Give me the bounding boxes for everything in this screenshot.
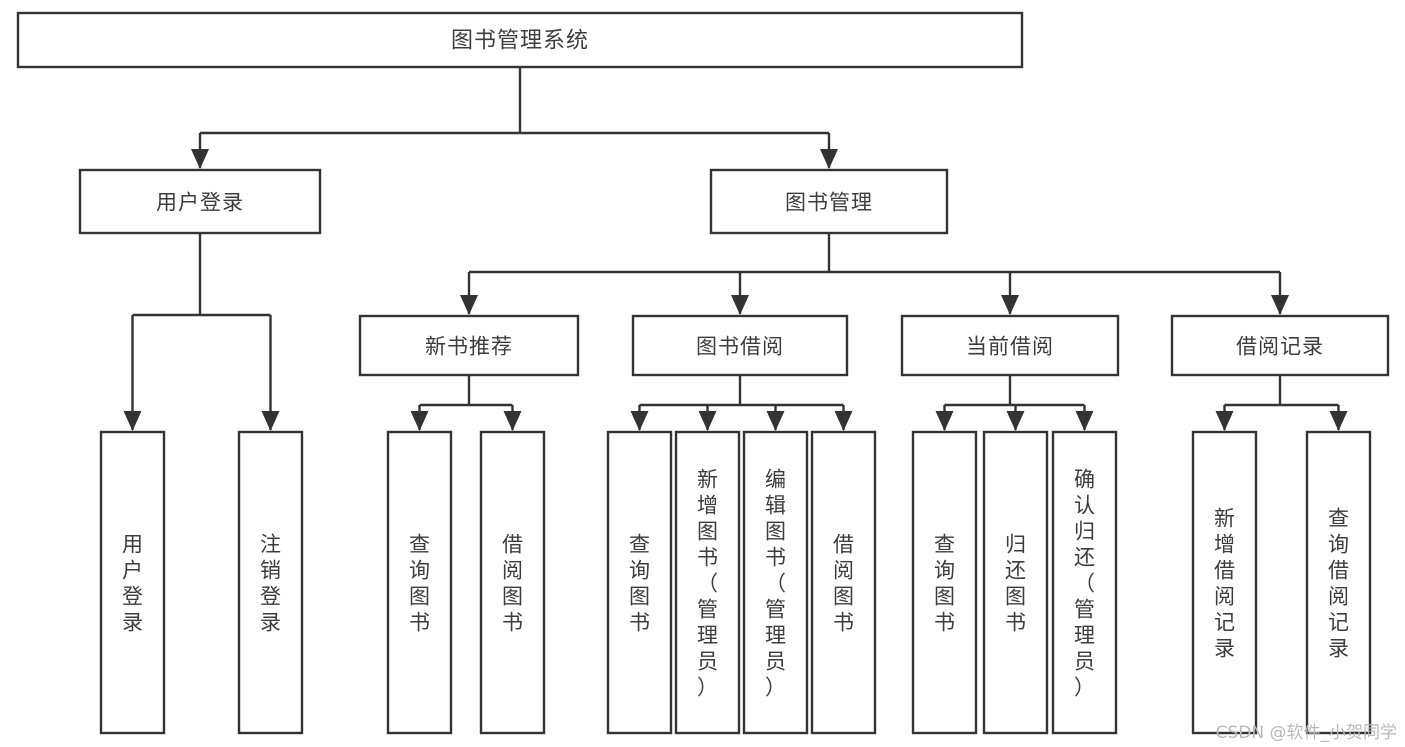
node-leaf-edit-book[interactable]: 编辑图书（管理员）: [742, 430, 809, 735]
node-book-manage[interactable]: 图书管理: [709, 168, 949, 235]
node-borrow-record[interactable]: 借阅记录: [1170, 314, 1390, 377]
node-leaf-borrow-book-label: 借阅图书: [833, 533, 854, 635]
arrow-head-icon: [630, 411, 649, 431]
node-leaf-confirm-return[interactable]: 确认归还（管理员）: [1051, 430, 1118, 735]
node-leaf-logout-box[interactable]: [237, 430, 304, 735]
arrow-head-icon: [766, 411, 785, 431]
node-book-borrow[interactable]: 图书借阅: [631, 314, 849, 377]
boxes-layer: 图书管理系统用户登录图书管理新书推荐图书借阅当前借阅借阅记录用户登录注销登录查询…: [16, 11, 1390, 735]
node-leaf-user-login-box[interactable]: [99, 430, 166, 735]
node-leaf-borrow-book-recommend-box[interactable]: [479, 430, 546, 735]
arrow-head-icon: [191, 149, 209, 169]
node-book-manage-box[interactable]: [709, 168, 949, 235]
node-leaf-query-record-label: 查询借阅记录: [1328, 507, 1349, 661]
node-leaf-borrow-book[interactable]: 借阅图书: [810, 430, 877, 735]
node-new-book-recommend[interactable]: 新书推荐: [358, 314, 580, 377]
node-leaf-query-book-recommend-label: 查询图书: [409, 533, 430, 635]
node-leaf-edit-book-box[interactable]: [742, 430, 809, 735]
node-leaf-add-record-label: 新增借阅记录: [1214, 507, 1235, 661]
node-leaf-query-book-borrow-box[interactable]: [606, 430, 673, 735]
node-leaf-logout-label: 注销登录: [260, 533, 281, 635]
node-book-manage-label: 图书管理: [785, 191, 873, 215]
arrow-head-icon: [1329, 411, 1348, 431]
node-new-book-recommend-box[interactable]: [358, 314, 580, 377]
node-leaf-return-book[interactable]: 归还图书: [982, 430, 1049, 735]
node-leaf-logout[interactable]: 注销登录: [237, 430, 304, 735]
node-leaf-confirm-return-label: 确认归还（管理员）: [1074, 468, 1095, 700]
arrow-head-icon: [460, 295, 478, 315]
arrow-head-icon: [261, 411, 280, 431]
arrow-head-icon: [834, 411, 853, 431]
node-leaf-query-book-borrow-label: 查询图书: [629, 533, 650, 635]
node-borrow-record-label: 借阅记录: [1236, 335, 1324, 359]
arrow-head-icon: [123, 411, 142, 431]
node-root-book-management-system-label: 图书管理系统: [451, 29, 589, 54]
node-leaf-borrow-book-recommend-label: 借阅图书: [502, 533, 523, 635]
node-leaf-return-book-box[interactable]: [982, 430, 1049, 735]
arrow-head-icon: [731, 295, 749, 315]
node-leaf-borrow-book-recommend[interactable]: 借阅图书: [479, 430, 546, 735]
node-leaf-query-book-recommend[interactable]: 查询图书: [386, 430, 453, 735]
node-book-borrow-label: 图书借阅: [696, 335, 784, 359]
node-root-book-management-system[interactable]: 图书管理系统: [16, 11, 1024, 69]
node-leaf-return-book-label: 归还图书: [1005, 533, 1026, 635]
node-new-book-recommend-label: 新书推荐: [425, 335, 513, 359]
arrow-head-icon: [698, 411, 717, 431]
node-book-borrow-box[interactable]: [631, 314, 849, 377]
node-leaf-borrow-book-box[interactable]: [810, 430, 877, 735]
node-leaf-add-book[interactable]: 新增图书（管理员）: [674, 430, 741, 735]
arrow-head-icon: [1075, 411, 1094, 431]
node-leaf-query-book-current-box[interactable]: [911, 430, 978, 735]
arrow-head-icon: [1001, 295, 1019, 315]
node-leaf-edit-book-label: 编辑图书（管理员）: [765, 468, 786, 700]
node-leaf-query-record-box[interactable]: [1305, 430, 1372, 735]
node-user-login[interactable]: 用户登录: [78, 168, 322, 235]
arrow-head-icon: [1271, 295, 1289, 315]
node-current-borrow-box[interactable]: [900, 314, 1120, 377]
node-leaf-query-book-borrow[interactable]: 查询图书: [606, 430, 673, 735]
node-root-book-management-system-box[interactable]: [16, 11, 1024, 69]
arrow-head-icon: [820, 149, 838, 169]
node-leaf-user-login-label: 用户登录: [122, 533, 143, 635]
arrow-head-icon: [935, 411, 954, 431]
node-leaf-add-record[interactable]: 新增借阅记录: [1191, 430, 1258, 735]
node-leaf-query-book-current-label: 查询图书: [934, 533, 955, 635]
node-leaf-query-record[interactable]: 查询借阅记录: [1305, 430, 1372, 735]
node-current-borrow-label: 当前借阅: [966, 335, 1054, 359]
node-borrow-record-box[interactable]: [1170, 314, 1390, 377]
node-leaf-confirm-return-box[interactable]: [1051, 430, 1118, 735]
node-leaf-add-book-box[interactable]: [674, 430, 741, 735]
arrow-head-icon: [1215, 411, 1234, 431]
node-leaf-user-login[interactable]: 用户登录: [99, 430, 166, 735]
node-leaf-query-book-recommend-box[interactable]: [386, 430, 453, 735]
node-user-login-label: 用户登录: [156, 191, 244, 215]
arrow-head-icon: [410, 411, 429, 431]
node-leaf-query-book-current[interactable]: 查询图书: [911, 430, 978, 735]
node-leaf-add-record-box[interactable]: [1191, 430, 1258, 735]
arrow-head-icon: [503, 411, 522, 431]
arrow-head-icon: [1006, 411, 1025, 431]
node-current-borrow[interactable]: 当前借阅: [900, 314, 1120, 377]
node-user-login-box[interactable]: [78, 168, 322, 235]
connectors-layer: [123, 67, 1348, 431]
node-leaf-add-book-label: 新增图书（管理员）: [697, 468, 718, 700]
